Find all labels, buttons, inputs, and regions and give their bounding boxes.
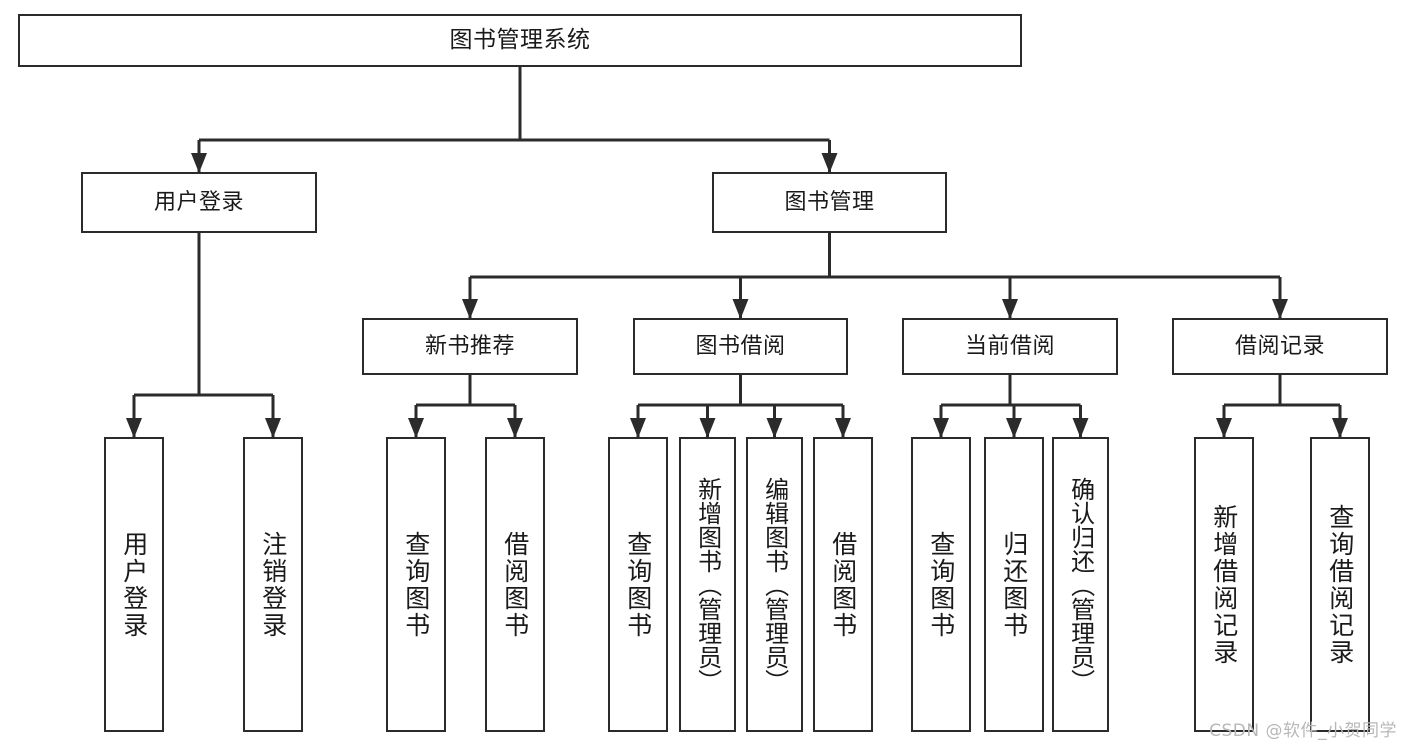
node-label: 新增图书（管理员） xyxy=(693,476,722,693)
group-current-borrow-arrowhead-2 xyxy=(1072,418,1089,438)
group-current-borrow-arrowhead-1 xyxy=(1006,418,1022,438)
watermark-text: CSDN @软件_小贺同学 xyxy=(1209,721,1397,741)
group-book-borrow-arrowhead-1 xyxy=(699,418,716,438)
group-user-login-arrowhead-0 xyxy=(126,418,142,438)
group-book-borrow-arrowhead-2 xyxy=(766,418,783,438)
node-label: 新书推荐 xyxy=(424,333,515,359)
node-label: 编辑图书（管理员） xyxy=(760,476,789,693)
group-root-arrowhead-1 xyxy=(821,153,838,173)
node-label: 借阅记录 xyxy=(1234,333,1325,359)
node-label: 查询图书 xyxy=(926,530,956,639)
node-label: 图书管理系统 xyxy=(449,27,591,54)
group-book-manage-arrowhead-2 xyxy=(1002,299,1018,319)
node-label: 当前借阅 xyxy=(964,333,1055,359)
node-label: 归还图书 xyxy=(999,530,1029,639)
node-user-login: 用户登录 xyxy=(81,172,317,233)
group-user-login-arrowhead-1 xyxy=(265,418,281,438)
node-leaf-user-login: 用户登录 xyxy=(104,437,164,732)
node-leaf-query-book-2: 查询图书 xyxy=(608,437,668,732)
node-label: 图书借阅 xyxy=(695,333,786,359)
node-label: 注销登录 xyxy=(258,530,288,639)
node-new-book-rec: 新书推荐 xyxy=(362,318,578,375)
node-leaf-query-book-3: 查询图书 xyxy=(911,437,971,732)
node-leaf-add-record: 新增借阅记录 xyxy=(1194,437,1254,732)
node-label: 查询借阅记录 xyxy=(1325,503,1355,666)
node-label: 用户登录 xyxy=(153,189,244,215)
node-label: 确认归还（管理员） xyxy=(1066,476,1095,693)
node-label: 借阅图书 xyxy=(500,530,530,639)
group-book-manage-arrowhead-0 xyxy=(462,299,478,319)
group-new-book-rec-arrowhead-0 xyxy=(408,418,424,438)
node-book-borrow: 图书借阅 xyxy=(633,318,848,375)
node-label: 查询图书 xyxy=(623,530,653,639)
node-borrow-record: 借阅记录 xyxy=(1172,318,1388,375)
node-leaf-edit-book: 编辑图书（管理员） xyxy=(746,437,803,732)
node-label: 图书管理 xyxy=(784,189,875,215)
node-label: 用户登录 xyxy=(119,530,149,639)
node-leaf-borrow-book-2: 借阅图书 xyxy=(813,437,873,732)
group-book-borrow-arrowhead-3 xyxy=(835,418,851,438)
node-label: 借阅图书 xyxy=(828,530,858,639)
node-leaf-borrow-book-1: 借阅图书 xyxy=(485,437,545,732)
node-leaf-query-book-1: 查询图书 xyxy=(386,437,446,732)
group-current-borrow-arrowhead-0 xyxy=(933,418,949,438)
group-borrow-record-arrowhead-0 xyxy=(1216,418,1232,438)
node-label: 新增借阅记录 xyxy=(1209,503,1239,666)
node-label: 查询图书 xyxy=(401,530,431,639)
node-leaf-query-record: 查询借阅记录 xyxy=(1310,437,1370,732)
node-leaf-add-book: 新增图书（管理员） xyxy=(679,437,736,732)
node-leaf-logout: 注销登录 xyxy=(243,437,303,732)
node-current-borrow: 当前借阅 xyxy=(902,318,1118,375)
node-root: 图书管理系统 xyxy=(18,14,1022,67)
node-leaf-confirm-return: 确认归还（管理员） xyxy=(1052,437,1109,732)
group-book-borrow-arrowhead-0 xyxy=(630,418,646,438)
node-book-manage: 图书管理 xyxy=(712,172,947,233)
node-leaf-return-book: 归还图书 xyxy=(984,437,1044,732)
group-borrow-record-arrowhead-1 xyxy=(1332,418,1348,438)
group-root-arrowhead-0 xyxy=(191,153,207,173)
group-book-manage-arrowhead-1 xyxy=(732,299,749,319)
group-new-book-rec-arrowhead-1 xyxy=(507,418,523,438)
group-book-manage-arrowhead-3 xyxy=(1272,299,1288,319)
